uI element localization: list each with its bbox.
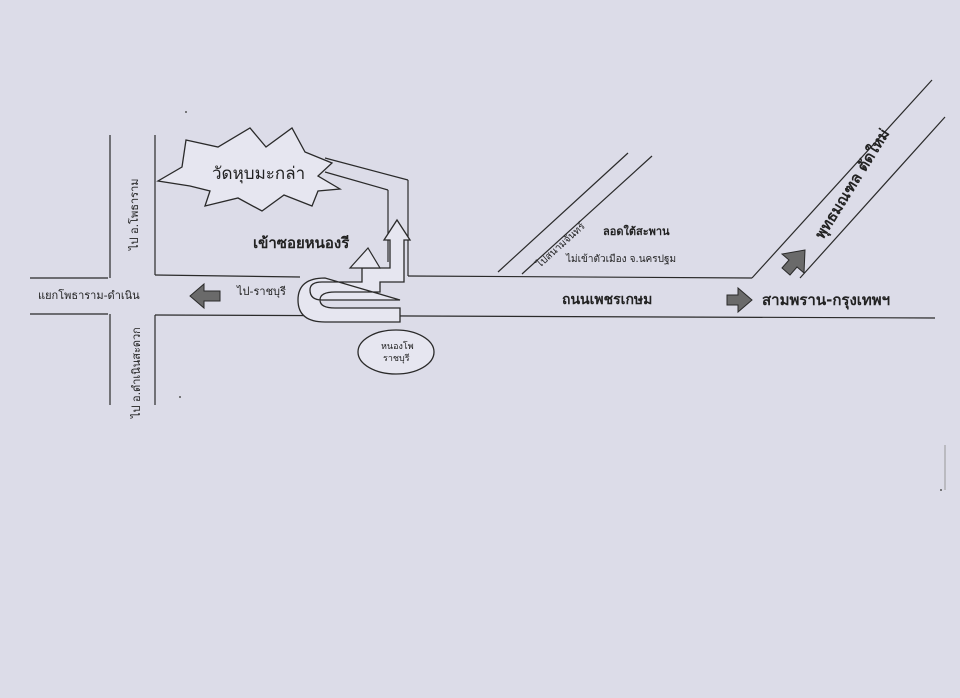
phuttha-right-edge [799, 116, 946, 279]
diagonal-road-phutthamonthon [751, 79, 946, 279]
to-damnoen-label: ไป อ.ดำเนินสะดวก [130, 327, 143, 419]
left-road-label: แยกโพธาราม-ดำเนิน [38, 288, 140, 302]
ellipse-icon [357, 329, 435, 375]
temple-label: วัดหุบมะกล่า [212, 164, 305, 184]
diag-left-edge [497, 152, 629, 273]
speck [185, 111, 187, 113]
road-top-edge-right [407, 275, 753, 279]
phetkasem-road [30, 274, 936, 319]
block-arrow-right-icon [726, 286, 753, 314]
star-burst-icon [156, 127, 343, 212]
speck [940, 489, 942, 491]
phuttha-left-edge [751, 79, 933, 279]
to-rachaburi-label: ไป-ราชบุรี [236, 285, 286, 298]
speck [179, 396, 181, 398]
under-bridge-label: ลอดใต้สะพาน [603, 224, 670, 238]
block-arrow-diagonal-icon [780, 249, 806, 276]
new-cut-road-label: พุทธมณฑล ตัดใหม่ [811, 126, 894, 243]
u-turn-arrow-icon [297, 218, 412, 323]
road-bottom-edge-right [154, 314, 936, 319]
not-city-label: ไม่เข้าตัวเมือง จ.นครปฐม [565, 253, 676, 265]
enter-soi-label: เข้าซอยหนองรี [253, 234, 350, 252]
to-photharam-label: ไป อ.โพธาราม [127, 179, 141, 252]
diagonal-road-sanam-chan [497, 152, 653, 275]
soi-nong-ri [324, 157, 409, 276]
soi-line-outer [324, 157, 409, 181]
phetkasem-label: ถนนเพชรเกษม [562, 292, 652, 308]
nong-pho-label: หนองโพ [381, 341, 414, 352]
cross-road [109, 135, 156, 405]
road-top-edge-mid [154, 274, 301, 278]
sampran-bkk-label: สามพราน-กรุงเทพฯ [762, 291, 890, 310]
nong-pho-sub-label: ราชบุรี [383, 353, 410, 364]
diag-right-edge [521, 155, 653, 275]
block-arrow-left-icon [189, 282, 221, 310]
u-turn-inner-arrow [348, 246, 382, 269]
soi-line-inner [324, 171, 389, 191]
